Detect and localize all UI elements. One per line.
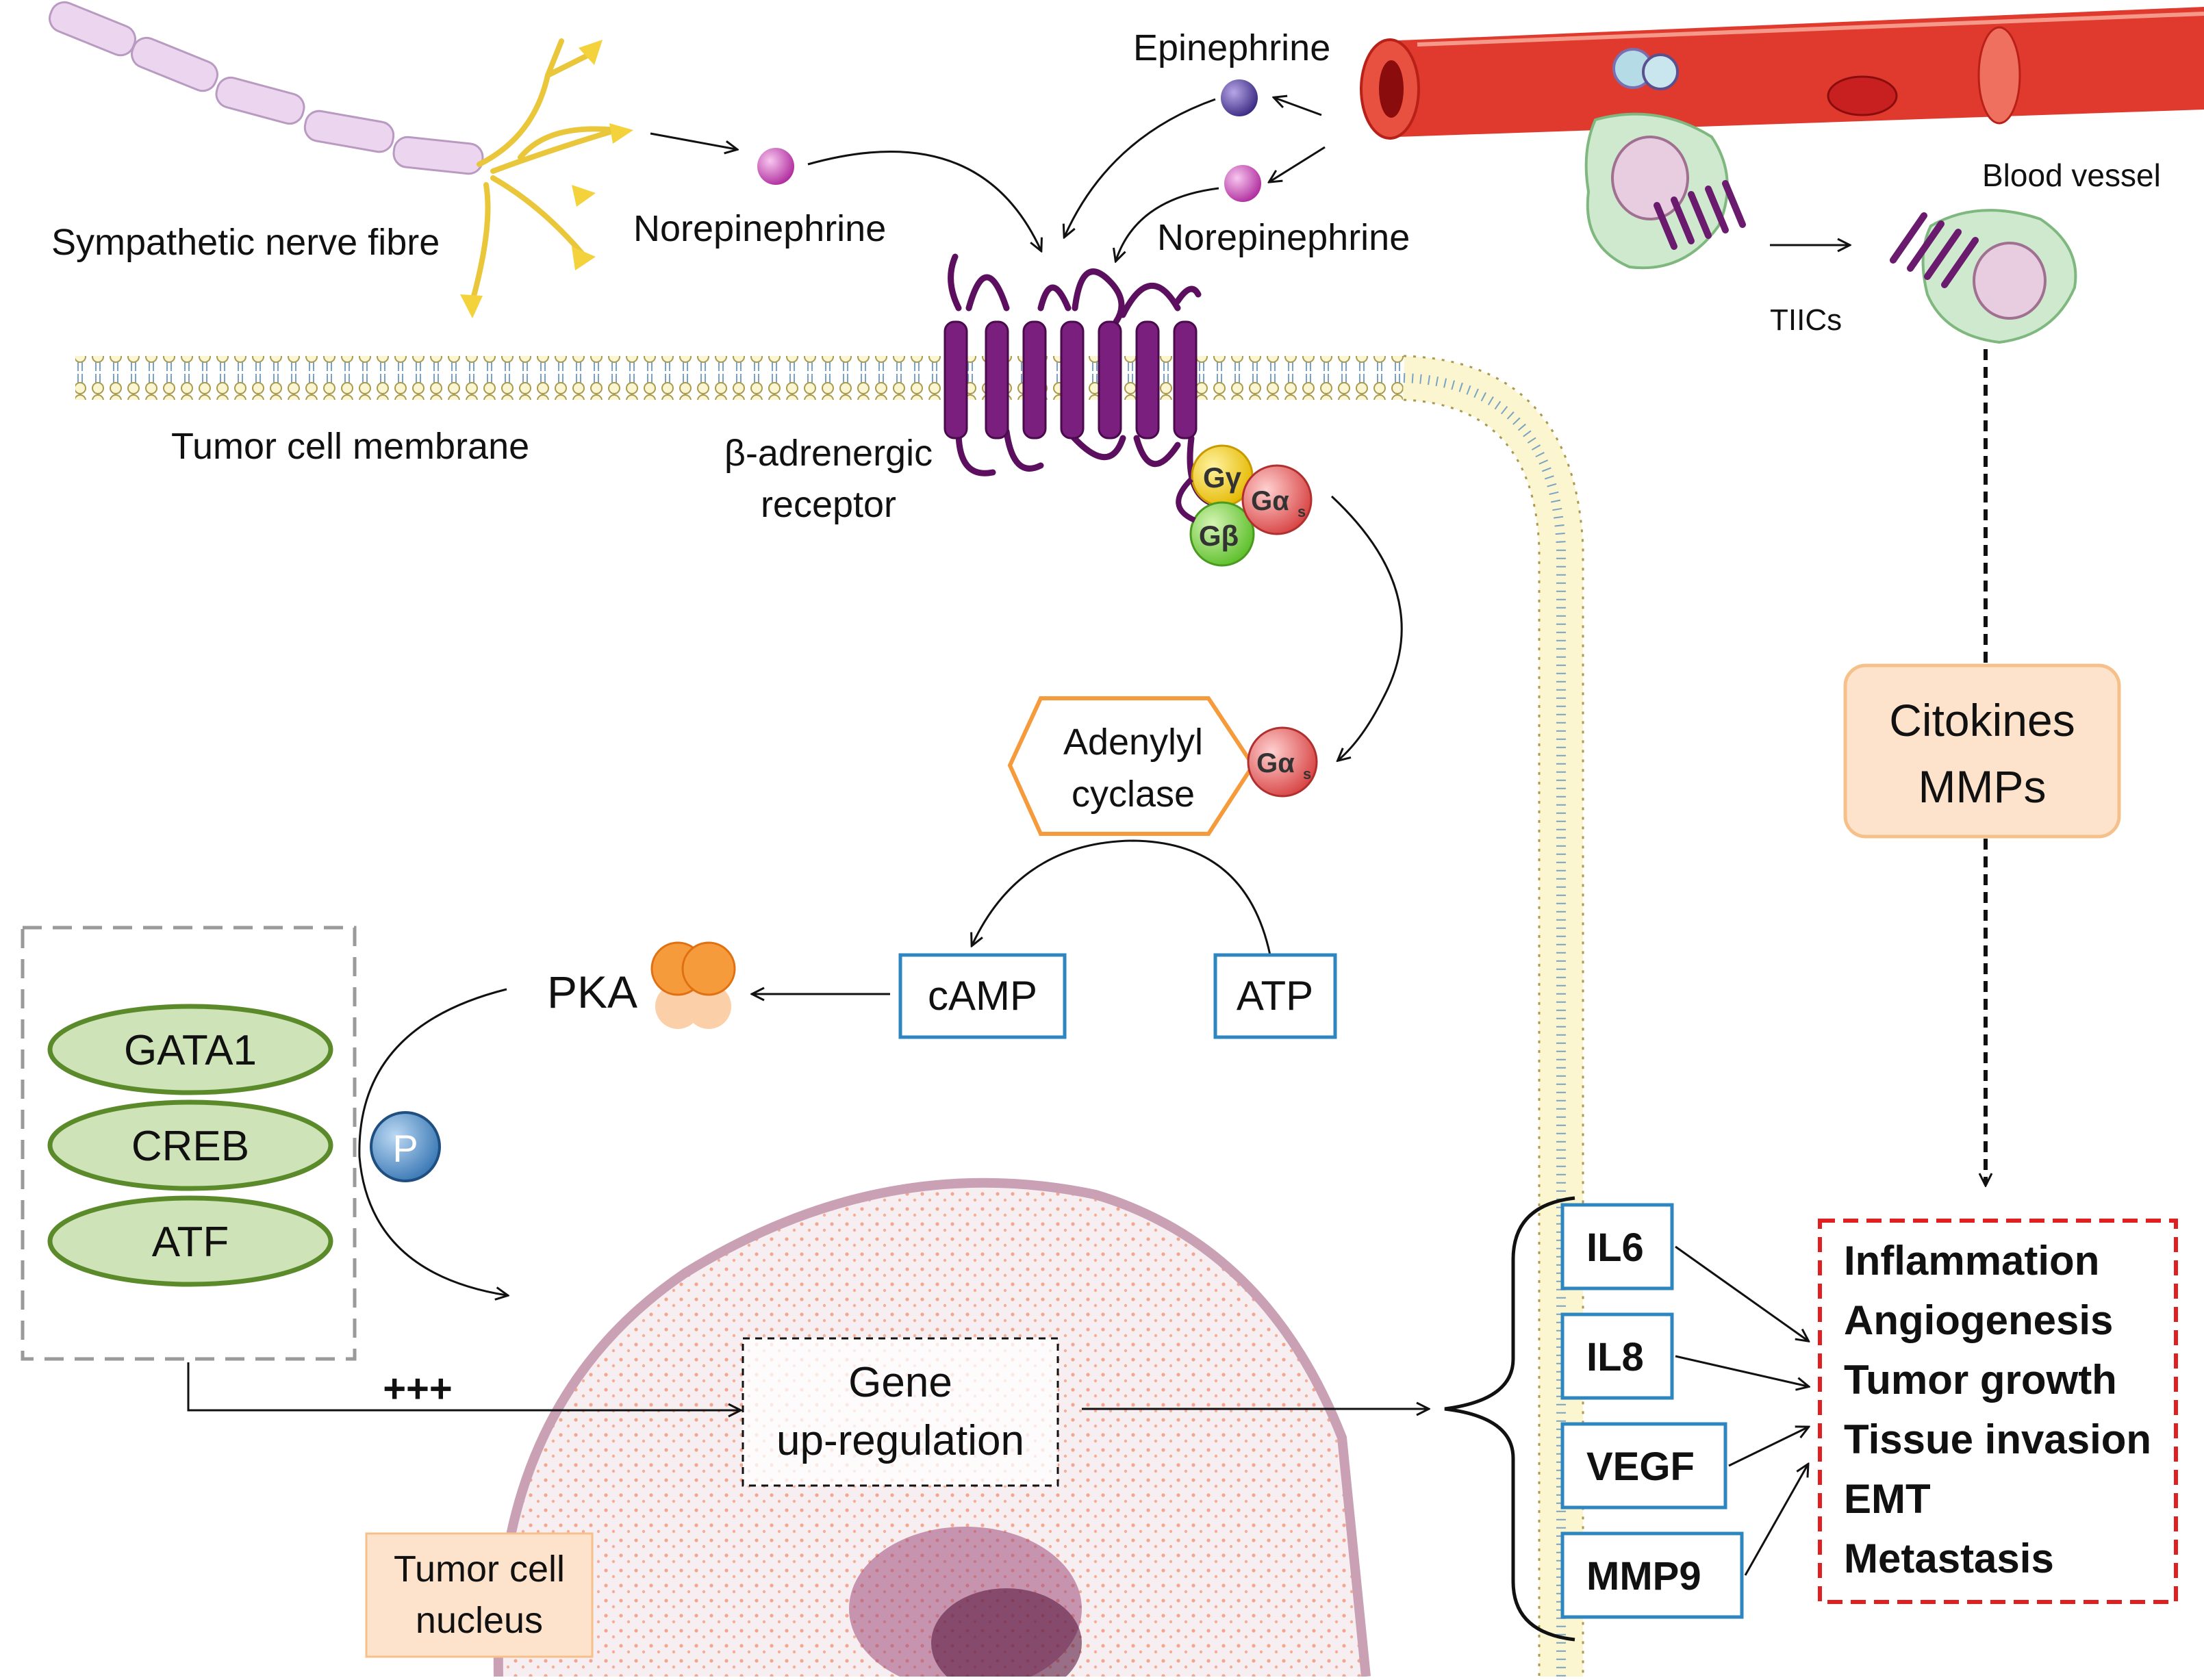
g-beta-subunit [1189,501,1255,567]
outcome-label: Tumor growth [1844,1357,2117,1403]
g-protein-anchor [1176,477,1196,523]
target-genes-brace [1444,1196,1575,1642]
sympathetic-nerve-fibre [49,1,633,318]
outcome-label: Tissue invasion [1844,1416,2151,1462]
target-gene-label: VEGF [1586,1444,1695,1489]
pka-complex [650,941,736,1029]
adenylyl-label-line1: Adenylyl [1063,722,1203,763]
atp-label: ATP [1237,973,1313,1019]
g-alpha-to-adenylyl-arrow [1330,495,1403,760]
g-beta-label: Gβ [1199,520,1239,552]
target-gene-label: IL6 [1586,1225,1644,1270]
tiic-cell-migrated [1890,209,2077,344]
tf-to-gene-arrow [187,1362,739,1410]
transcription-factor-shape [47,1099,333,1191]
g-alpha-bound-subunit [1247,726,1318,798]
nerve-to-ne-arrow [650,132,736,149]
nerve-label: Sympathetic nerve fibre [51,222,440,263]
outcome-label: EMT [1844,1476,1931,1522]
cytokines-box [1843,663,2121,839]
phosphate-label: P [392,1127,418,1170]
gene-to-outcome-arrow [1675,1355,1808,1386]
transcription-factor-label: ATF [152,1219,229,1266]
epi-to-receptor-arrow [1065,98,1216,236]
transcription-factor-shape [47,1195,333,1287]
g-alpha-subunit [1241,464,1313,535]
membrane-label: Tumor cell membrane [171,426,529,467]
beta-adrenergic-receptor [943,253,1215,507]
plus-label: +++ [383,1366,453,1411]
transcription-factor-label: GATA1 [124,1027,257,1074]
gene-to-outcome-arrow [1675,1245,1808,1340]
target-gene-box [1560,1531,1744,1619]
ne-right-to-receptor-arrow [1116,187,1219,260]
gene-label-line1: Gene [848,1359,952,1406]
g-alpha-bound-label: Gα [1256,748,1295,778]
norepinephrine-right-molecule [1224,165,1261,202]
phosphate-circle [370,1111,441,1182]
atp-box [1213,953,1337,1039]
g-alpha-label: Gα [1251,486,1289,516]
norepinephrine-left-label: Norepinephrine [633,208,886,249]
target-gene-box [1560,1203,1674,1290]
outcome-label: Metastasis [1844,1536,2054,1581]
transcription-factor-group [21,926,357,1361]
gene-to-outcome-arrow [1728,1427,1808,1467]
nucleus-label-line2: nucleus [416,1600,543,1641]
g-gamma-label: Gγ [1203,461,1242,494]
tiics-label: TIICs [1770,303,1842,337]
cytokines-line1: Citokines [1889,695,2075,746]
target-gene-label: MMP9 [1586,1554,1701,1599]
camp-label: cAMP [928,973,1037,1019]
pka-to-nucleus-arrow [358,988,507,1295]
outcomes-box [1818,1219,2178,1604]
target-gene-box [1560,1312,1674,1400]
norepinephrine-right-label: Norepinephrine [1157,217,1410,258]
receptor-label-line1: β-adrenergic [724,433,933,474]
vessel-to-epi-arrow [1275,98,1322,116]
ne-left-to-receptor-arrow [807,151,1041,250]
gene-label-line2: up-regulation [776,1417,1024,1464]
target-gene-label: IL8 [1586,1335,1644,1379]
camp-box [898,953,1067,1039]
nucleus-label-line1: Tumor cell [394,1549,565,1590]
adenylyl-cyclase-hexagon [1007,696,1256,836]
receptor-label-line2: receptor [761,484,896,525]
gene-upregulation-box [742,1337,1059,1487]
gene-to-outcome-arrow [1744,1465,1808,1576]
g-alpha-bound-subscript: s [1303,765,1311,782]
blood-vessel [1360,7,2204,140]
atp-to-camp-arrow [972,839,1271,956]
epinephrine-molecule [1221,79,1258,116]
cytokines-line2: MMPs [1918,761,2047,812]
pka-label: PKA [547,967,637,1017]
outcome-label: Inflammation [1844,1238,2099,1284]
outcome-label: Angiogenesis [1844,1297,2113,1343]
g-alpha-subscript: s [1297,503,1306,520]
vessel-to-ne-arrow [1270,146,1326,181]
tiic-cell-in-vessel [1584,112,1746,270]
epinephrine-label: Epinephrine [1133,27,1330,68]
blood-vessel-label: Blood vessel [1982,157,2161,193]
adenylyl-label-line2: cyclase [1072,774,1195,815]
transcription-factor-shape [47,1004,333,1095]
transcription-factor-label: CREB [131,1123,249,1170]
nucleus-label-box [365,1532,594,1658]
target-gene-box [1560,1422,1727,1510]
norepinephrine-left-molecule [757,148,794,185]
